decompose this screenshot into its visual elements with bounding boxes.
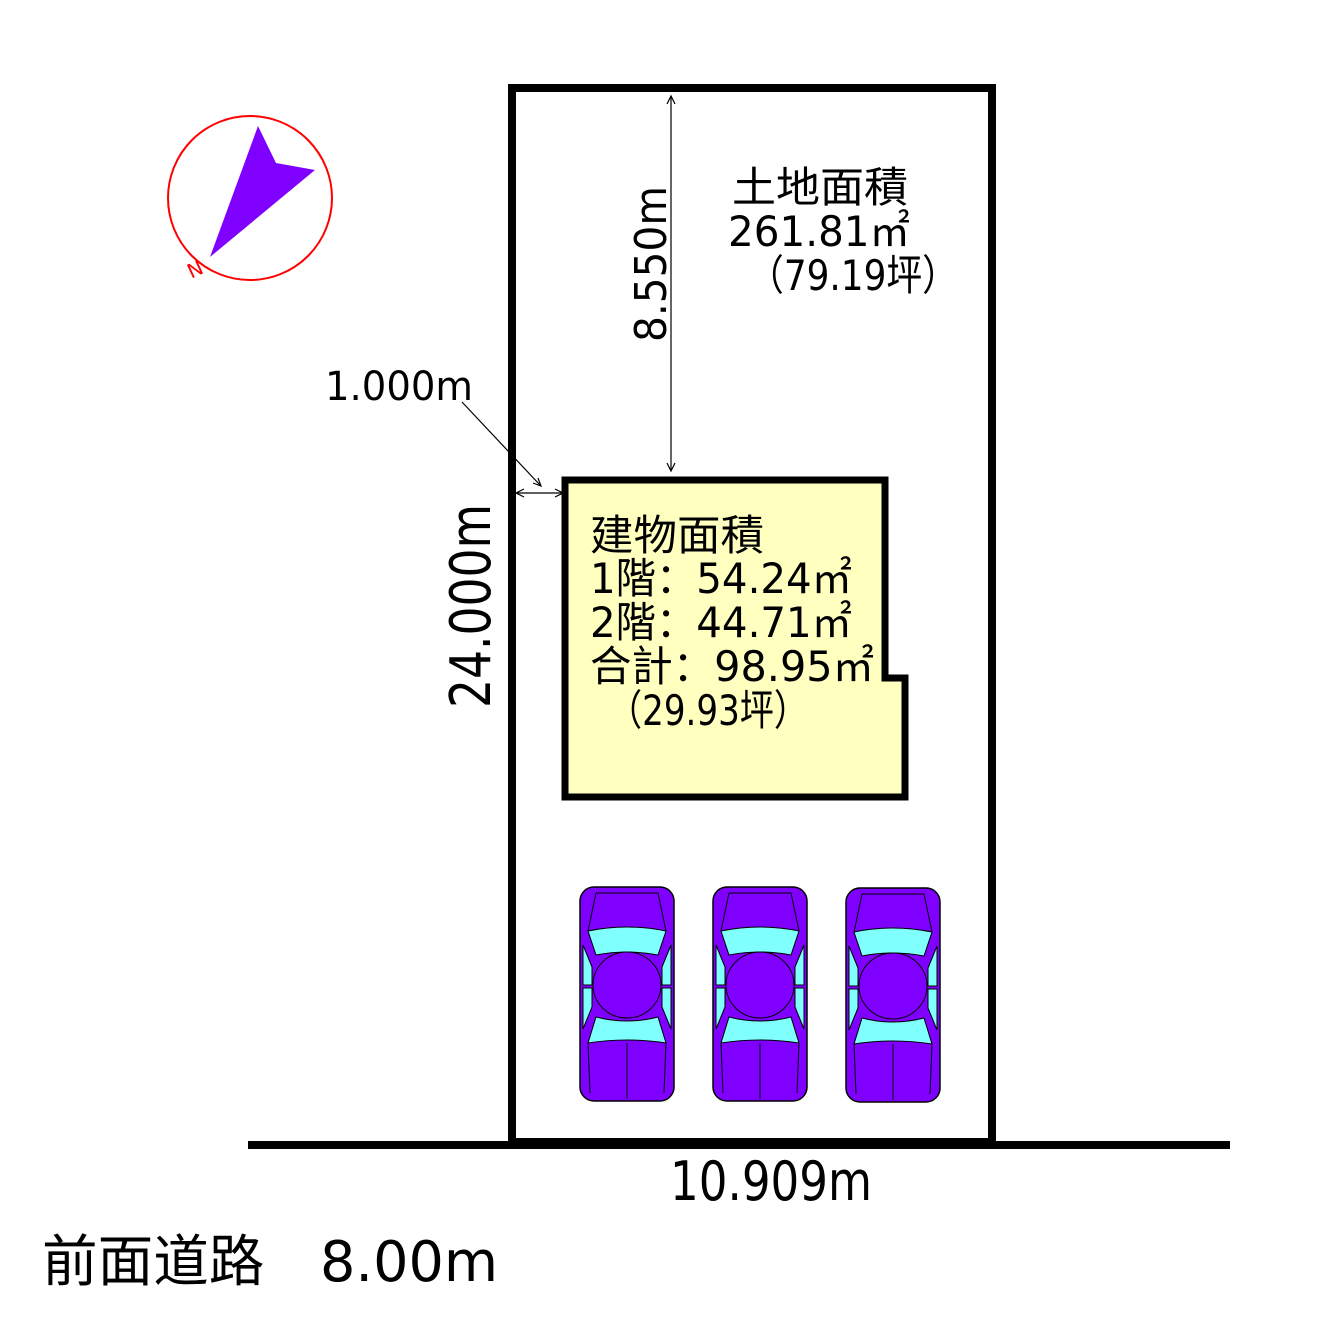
building-total-tsubo: （29.93坪） <box>608 686 808 735</box>
rear-setback-label: 8.550m <box>626 186 677 342</box>
car-icon <box>712 886 808 1102</box>
building-total-area: 合計：98.95㎡ <box>590 642 874 691</box>
compass-north-label: N <box>183 255 207 283</box>
rear-setback-dimension <box>666 94 676 473</box>
side-setback-label: 1.000m <box>325 364 473 410</box>
building-footprint <box>561 476 909 801</box>
road-width-label: 前面道路 8.00m <box>42 1230 498 1295</box>
building-area-title: 建物面積 <box>590 511 764 560</box>
side-setback-dimension <box>461 401 565 498</box>
car-icon <box>579 886 675 1102</box>
land-area-sqm: 261.81㎡ <box>728 207 910 256</box>
north-compass-icon: N <box>167 115 333 283</box>
building-floor1-area: 1階：54.24㎡ <box>590 554 852 603</box>
land-area-title: 土地面積 <box>732 163 908 212</box>
car-icon <box>845 887 941 1103</box>
building-floor2-area: 2階：44.71㎡ <box>590 598 852 647</box>
lot-depth-label: 24.000m <box>439 504 504 708</box>
land-area-tsubo: （79.19坪） <box>748 251 958 300</box>
frontage-label: 10.909m <box>670 1150 872 1213</box>
